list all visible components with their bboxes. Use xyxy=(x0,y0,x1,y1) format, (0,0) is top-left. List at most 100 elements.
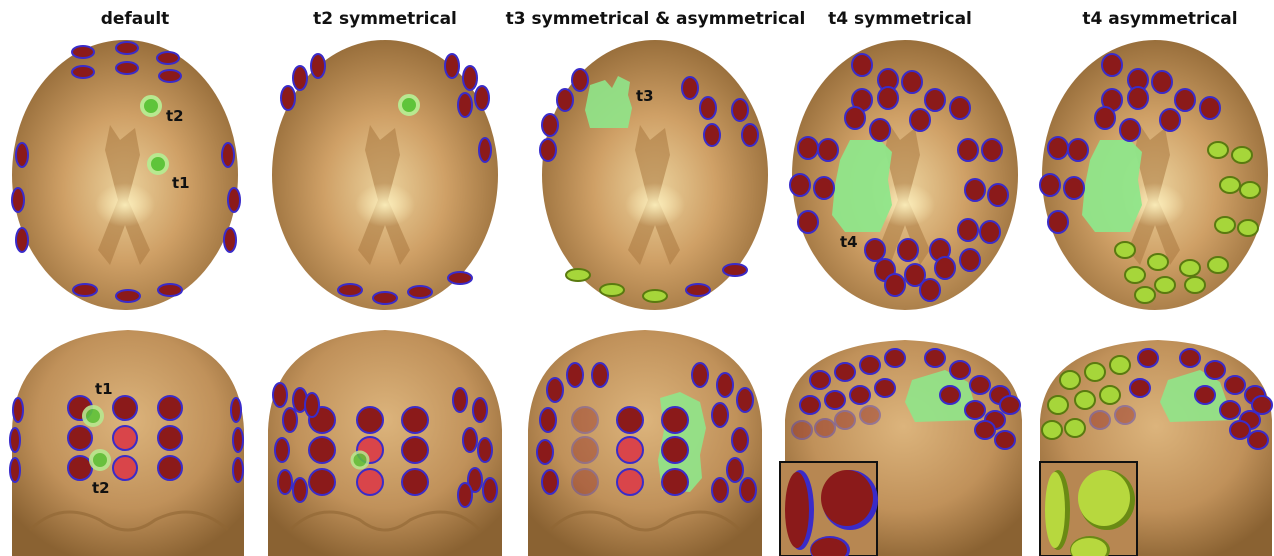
electrode xyxy=(792,421,812,439)
electrode xyxy=(1060,371,1080,389)
electrode xyxy=(293,478,307,502)
electrode xyxy=(1185,277,1205,293)
target-t1-marker xyxy=(84,407,102,425)
electrode xyxy=(617,407,643,433)
electrode xyxy=(885,274,905,296)
electrode xyxy=(1138,349,1158,367)
back-view-t2-symmetrical xyxy=(268,330,502,556)
electrode xyxy=(1225,376,1245,394)
electrode xyxy=(662,437,688,463)
electrode xyxy=(1208,142,1228,158)
electrode xyxy=(995,431,1015,449)
electrode xyxy=(537,440,553,464)
electrode xyxy=(860,406,880,424)
label-t1-back: t1 xyxy=(95,380,113,398)
electrode xyxy=(1152,71,1172,93)
electrode xyxy=(1040,174,1060,196)
electrode xyxy=(790,174,810,196)
electrode xyxy=(825,391,845,409)
electrode xyxy=(592,363,608,387)
back-view-t3 xyxy=(528,330,762,556)
top-view-t4-asymmetrical xyxy=(1040,40,1268,310)
electrode xyxy=(1220,401,1240,419)
electrode xyxy=(712,478,728,502)
electrode xyxy=(1110,356,1130,374)
electrode xyxy=(727,458,743,482)
electrode xyxy=(910,109,930,131)
electrode xyxy=(1048,137,1068,159)
target-t2-marker xyxy=(352,452,368,468)
electrode xyxy=(1180,260,1200,276)
electrode xyxy=(278,470,292,494)
electrode xyxy=(275,438,289,462)
electrode xyxy=(1155,277,1175,293)
electrode xyxy=(617,437,643,463)
electrode xyxy=(1048,211,1068,233)
label-t4-top: t4 xyxy=(840,233,858,251)
electrode xyxy=(800,396,820,414)
target-t2-marker xyxy=(91,451,109,469)
electrode xyxy=(878,87,898,109)
electrode xyxy=(835,411,855,429)
electrode xyxy=(958,139,978,161)
electrode xyxy=(814,177,834,199)
back-view-default xyxy=(10,330,244,556)
electrode xyxy=(305,393,319,417)
electrode xyxy=(1090,411,1110,429)
electrode xyxy=(960,249,980,271)
electrode xyxy=(810,371,830,389)
electrode xyxy=(1220,177,1240,193)
electrode xyxy=(975,421,995,439)
electrode xyxy=(712,403,728,427)
electrode xyxy=(1248,431,1268,449)
electrode xyxy=(1075,391,1095,409)
electrode xyxy=(1160,109,1180,131)
electrode xyxy=(692,363,708,387)
target-t2-marker xyxy=(142,97,160,115)
electrode xyxy=(865,239,885,261)
electrode xyxy=(567,363,583,387)
electrode xyxy=(885,349,905,367)
electrode xyxy=(1085,363,1105,381)
electrode xyxy=(740,478,756,502)
label-t2-back: t2 xyxy=(92,479,110,497)
label-t1-top: t1 xyxy=(172,174,190,192)
electrode xyxy=(1195,386,1215,404)
electrode xyxy=(950,361,970,379)
electrode xyxy=(1215,217,1235,233)
electrode xyxy=(1048,396,1068,414)
electrode xyxy=(850,386,870,404)
electrode xyxy=(402,407,428,433)
electrode xyxy=(958,219,978,241)
electrode xyxy=(935,257,955,279)
top-view-default xyxy=(12,40,240,310)
electrode xyxy=(988,184,1008,206)
electrode xyxy=(902,71,922,93)
electrode xyxy=(1232,147,1252,163)
electrode xyxy=(870,119,890,141)
electrode xyxy=(815,419,835,437)
electrode xyxy=(818,139,838,161)
electrode xyxy=(1095,107,1115,129)
electrode xyxy=(1125,267,1145,283)
electrode xyxy=(473,398,487,422)
electrode xyxy=(1205,361,1225,379)
zoom-inset-red-electrodes xyxy=(780,462,878,556)
electrode xyxy=(662,407,688,433)
electrode xyxy=(463,428,477,452)
electrode xyxy=(835,363,855,381)
electrode xyxy=(662,469,688,495)
electrode xyxy=(1252,396,1272,414)
electrode xyxy=(453,388,467,412)
electrode xyxy=(1180,349,1200,367)
electrode xyxy=(572,407,598,433)
electrode xyxy=(798,211,818,233)
electrode xyxy=(309,437,335,463)
electrode xyxy=(965,179,985,201)
electrode xyxy=(547,378,563,402)
electrode xyxy=(965,401,985,419)
electrode xyxy=(1148,254,1168,270)
electrode xyxy=(1102,54,1122,76)
target-t2-marker xyxy=(400,96,418,114)
electrode xyxy=(1120,119,1140,141)
